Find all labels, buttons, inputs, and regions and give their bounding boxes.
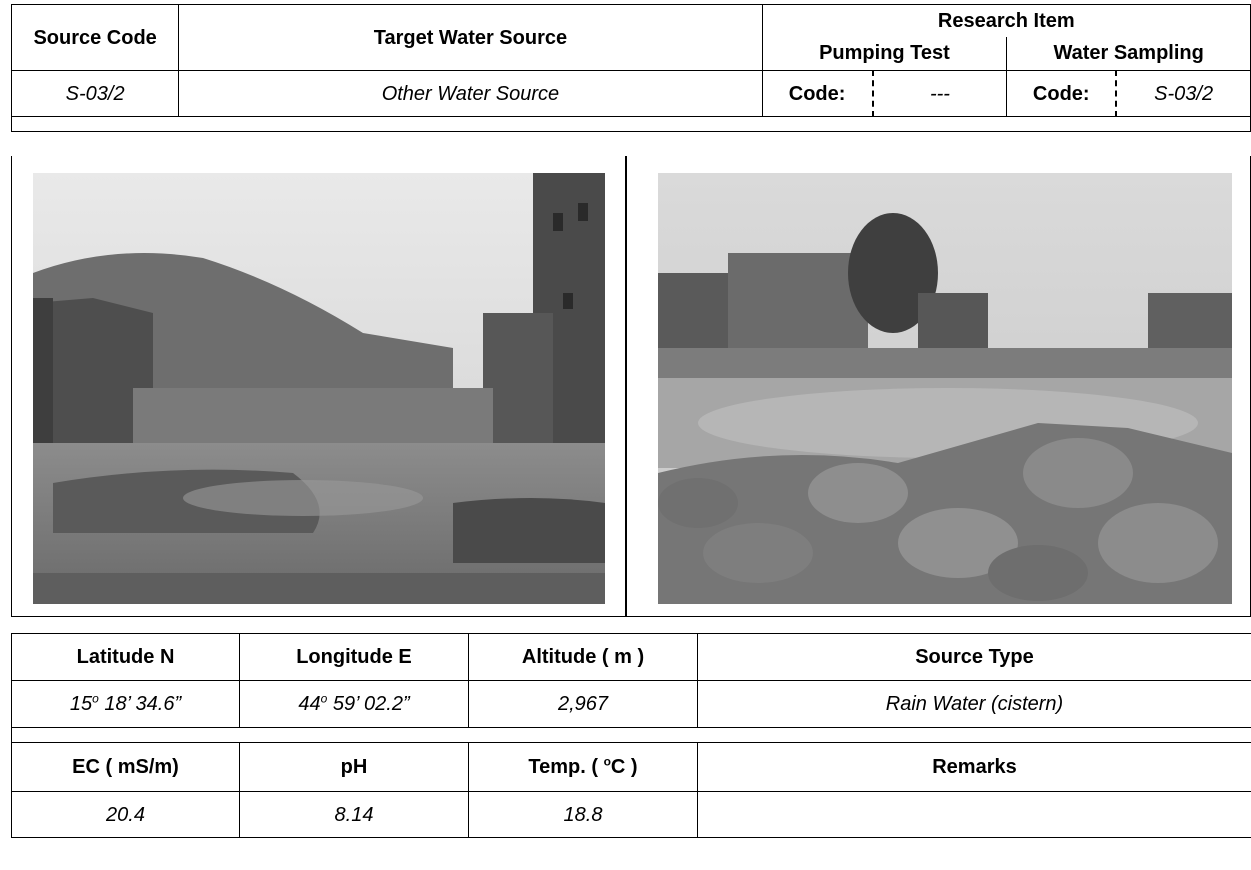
ec-value: 20.4 [11, 791, 240, 838]
spacer-row [11, 727, 1251, 743]
target-water-source-value: Other Water Source [178, 70, 763, 117]
target-water-source-header: Target Water Source [178, 4, 763, 71]
site-photo-left [33, 173, 605, 604]
water-sampling-code-label: Code: [1006, 70, 1118, 117]
ph-header: pH [239, 742, 469, 792]
source-type-value: Rain Water (cistern) [697, 680, 1251, 728]
photo-divider [625, 156, 627, 616]
spacer-row [11, 116, 1251, 132]
ph-value: 8.14 [239, 791, 469, 838]
source-code-value: S-03/2 [10, 70, 180, 117]
water-sampling-header: Water Sampling [1006, 36, 1251, 71]
research-item-header: Research Item [761, 4, 1251, 37]
temp-value: 18.8 [468, 791, 698, 838]
pumping-test-code-label: Code: [761, 70, 874, 117]
measurement-table: Latitude N Longitude E Altitude ( m ) So… [11, 633, 1251, 838]
ec-header: EC ( mS/m) [11, 742, 240, 792]
remarks-header: Remarks [697, 742, 1251, 792]
latitude-header: Latitude N [11, 633, 240, 681]
pumping-test-header: Pumping Test [761, 36, 1008, 71]
water-sampling-code-value: S-03/2 [1115, 70, 1251, 117]
altitude-value: 2,967 [468, 680, 698, 728]
remarks-value [697, 791, 1251, 838]
longitude-value: 44o 59’ 02.2” [239, 680, 469, 728]
temp-header: Temp. ( oC ) [468, 742, 698, 792]
photo-panel [11, 156, 1251, 617]
altitude-header: Altitude ( m ) [468, 633, 698, 681]
longitude-header: Longitude E [239, 633, 469, 681]
source-code-header: Source Code [10, 4, 180, 71]
site-photo-right [658, 173, 1232, 604]
latitude-value: 15o 18’ 34.6” [11, 680, 240, 728]
source-header-table: Source Code Target Water Source Research… [10, 4, 1251, 132]
pumping-test-code-value: --- [872, 70, 1008, 117]
source-type-header: Source Type [697, 633, 1251, 681]
